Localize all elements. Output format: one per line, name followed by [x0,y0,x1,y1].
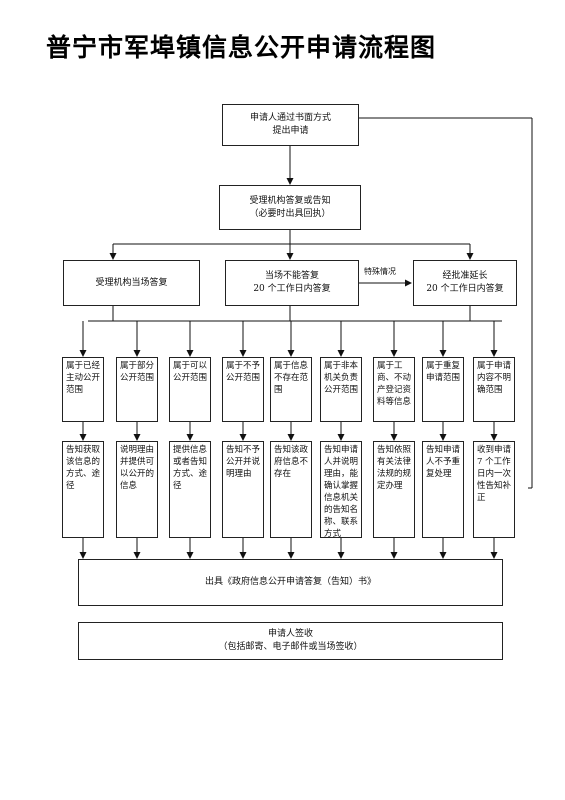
result-box: 告知申请人并说明理由，能确认掌握信息机关的告知名称、联系方式 [320,441,362,539]
category-box: 属于重复申请范围 [422,357,464,422]
category-box: 属于信息不存在范围 [270,357,312,422]
result-box: 告知不予公开并说明理由 [222,441,264,538]
category-box: 属于已经主动公开范围 [62,357,104,422]
category-box: 属于工商、不动产登记资料等信息 [373,357,415,422]
result-box: 收到申请 7 个工作日内一次性告知补正 [473,441,515,538]
issue-reply-box: 出具《政府信息公开申请答复（告知）书》 [78,559,503,606]
category-box: 属于非本机关负责公开范围 [320,357,362,422]
category-box: 属于可以公开范围 [169,357,211,422]
result-box: 告知依照有关法律法规的规定办理 [373,441,415,538]
page-title: 普宁市军埠镇信息公开申请流程图 [46,33,437,62]
accept-box: 受理机构答复或告知（必要时出具回执） [219,185,361,230]
category-box: 属于部分公开范围 [116,357,158,422]
category-box: 属于不予公开范围 [222,357,264,422]
result-box: 告知该政府信息不存在 [270,441,312,538]
category-box: 属于申请内容不明确范围 [473,357,515,422]
result-box: 提供信息或者告知方式、途径 [169,441,211,538]
sign-box: 申请人签收（包括邮寄、电子邮件或当场签收） [78,622,503,660]
apply-box: 申请人通过书面方式提出申请 [222,104,359,146]
result-box: 告知获取该信息的方式、途径 [62,441,104,538]
special-case-label: 特殊情况 [364,267,396,276]
result-box: 告知申请人不予重复处理 [422,441,464,538]
reply-now-box: 受理机构当场答复 [63,260,200,306]
result-box: 说明理由并提供可以公开的信息 [116,441,158,538]
